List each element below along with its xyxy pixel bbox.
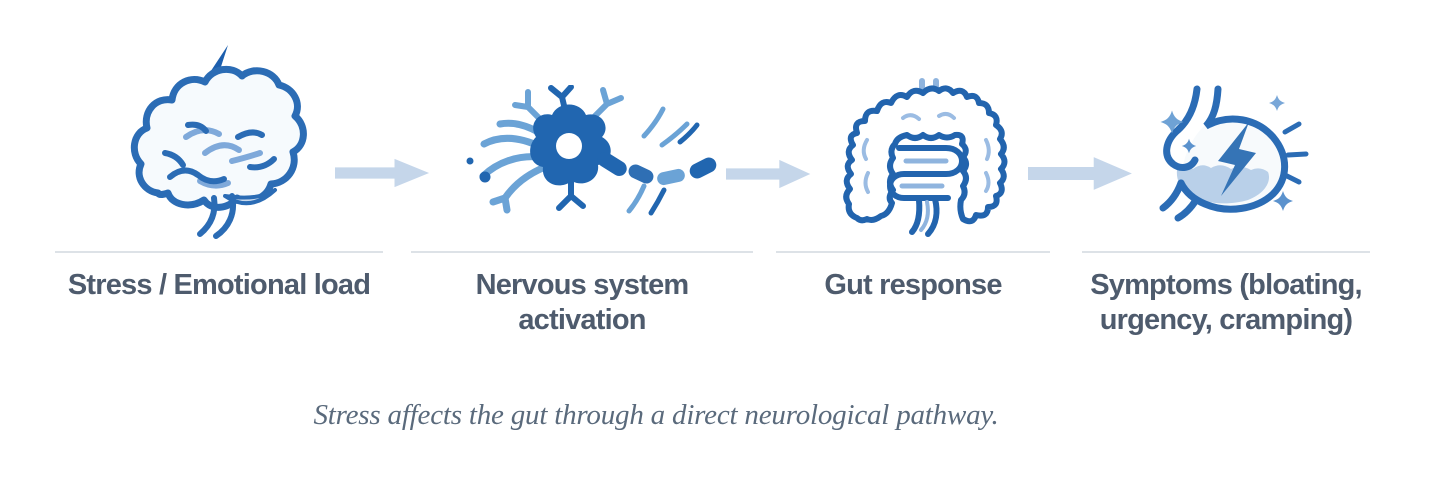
step-label-nervous: Nervous system activation [475, 269, 690, 336]
neuron-icon [466, 85, 717, 216]
stomach-lightning-icon [1159, 85, 1309, 222]
step-divider-4 [1082, 251, 1370, 253]
cerebellum-shape [223, 188, 277, 206]
brain-lightning-icon [130, 45, 307, 239]
stomach-acid-liquid [1176, 165, 1270, 204]
stomach-outline [1159, 85, 1289, 222]
intestines-icon [843, 78, 1008, 237]
sparkle-icons [1160, 95, 1293, 211]
brain-stem [197, 193, 236, 239]
step-label-stress: Stress / Emotional load [67, 269, 371, 301]
small-intestine-coil [886, 145, 966, 201]
flow-arrow-right-icon [726, 159, 811, 189]
colon-inner-accents [861, 111, 991, 194]
rectum-inner-line [919, 200, 930, 232]
lightning-bolt-icon [1218, 122, 1256, 196]
brain-folds [162, 121, 277, 189]
step-divider-1 [55, 251, 383, 253]
axon-segments [597, 151, 717, 186]
step-label-symptoms: Symptoms (bloating, urgency, cramping) [1090, 269, 1362, 336]
signal-dot-small [466, 157, 474, 165]
step-label-gut: Gut response [824, 269, 1002, 301]
pain-rays [1282, 121, 1309, 185]
impulse-motion-lines [626, 106, 700, 216]
flow-arrow-right-icon [335, 158, 430, 188]
small-intestine-folds [899, 158, 949, 189]
signal-dot-large [479, 171, 491, 183]
neuron-nucleus [556, 133, 582, 159]
step-divider-3 [776, 251, 1050, 253]
flow-arrow-right-icon [1028, 157, 1132, 190]
diagram-caption: Stress affects the gut through a direct … [313, 399, 999, 431]
step-divider-2 [411, 251, 753, 253]
rectum-lines [909, 196, 940, 237]
large-intestine-outline [843, 85, 1008, 225]
